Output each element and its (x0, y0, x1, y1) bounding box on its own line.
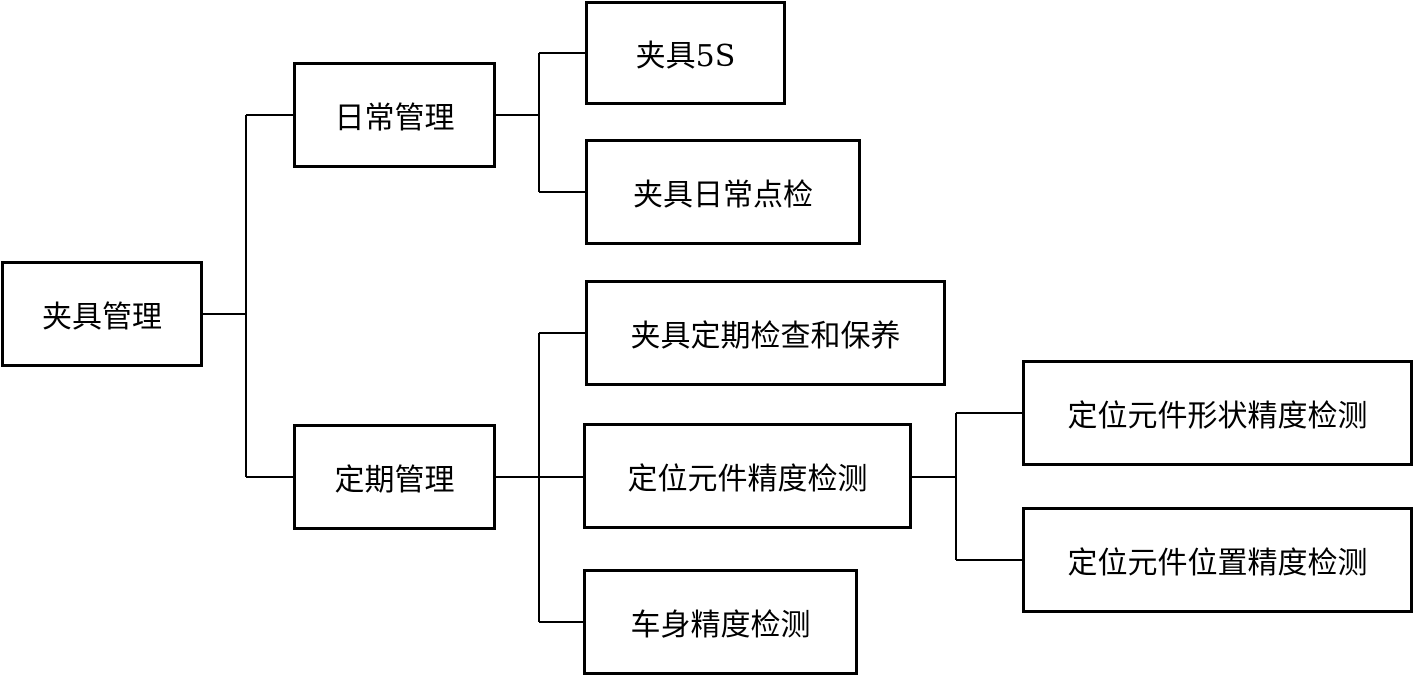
node-label: 定期管理 (334, 463, 455, 498)
node-label: 夹具5S (635, 39, 736, 74)
node-periodic-management: 定期管理 (293, 424, 496, 530)
node-locating-element-position-precision-check: 定位元件位置精度检测 (1022, 507, 1413, 613)
node-label: 夹具管理 (42, 300, 162, 335)
connector-daily-children (496, 52, 585, 193)
node-daily-management: 日常管理 (293, 62, 496, 168)
node-locating-element-shape-precision-check: 定位元件形状精度检测 (1022, 360, 1413, 466)
node-label: 车身精度检测 (630, 608, 811, 643)
node-fixture-5s: 夹具5S (585, 1, 786, 105)
connector-periodic-children (496, 332, 585, 623)
node-fixture-management: 夹具管理 (1, 261, 203, 367)
node-label: 日常管理 (334, 101, 455, 136)
connector-root-branches (203, 114, 293, 478)
node-label: 夹具日常点检 (633, 178, 813, 213)
node-label: 定位元件精度检测 (627, 462, 868, 497)
node-fixture-periodic-inspection-maintenance: 夹具定期检查和保养 (585, 280, 946, 386)
node-label: 定位元件位置精度检测 (1067, 546, 1368, 581)
node-label: 定位元件形状精度检测 (1067, 399, 1368, 434)
connector-locating-children (912, 412, 1022, 561)
node-locating-element-precision-check: 定位元件精度检测 (583, 423, 912, 529)
node-fixture-daily-check: 夹具日常点检 (585, 139, 861, 245)
node-label: 夹具定期检查和保养 (630, 319, 901, 354)
node-body-precision-check: 车身精度检测 (583, 569, 858, 675)
